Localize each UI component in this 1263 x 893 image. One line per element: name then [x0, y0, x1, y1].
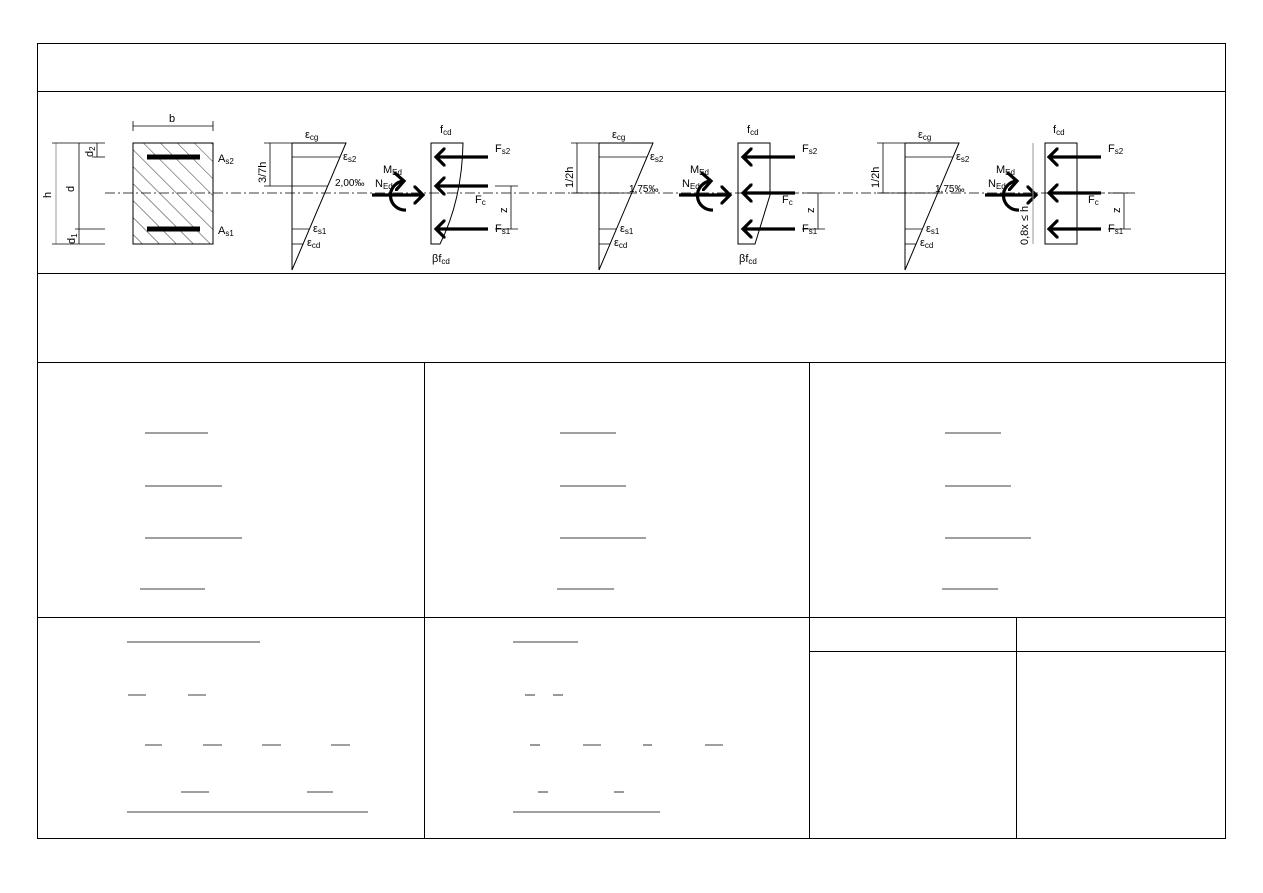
formula-lines: [127, 432, 1031, 813]
label-eps-cd: εcd: [307, 237, 320, 250]
label-eps-s2: εs2: [956, 151, 970, 164]
label-d: d: [65, 186, 77, 192]
moment-arrow: [695, 181, 713, 212]
label-depth: 1/2h: [870, 167, 882, 188]
label-fs1: Fs1: [1108, 223, 1124, 236]
label-depth: 1/2h: [564, 167, 576, 188]
label-eps-cd: εcd: [614, 237, 627, 250]
label-fcd: fcd: [1053, 124, 1065, 137]
stress-block: [430, 142, 464, 245]
label-eps-s1: εs1: [620, 223, 634, 236]
label-fs1: Fs1: [495, 223, 511, 236]
label-med: MEd: [383, 164, 402, 177]
label-ned: NEd: [375, 178, 393, 191]
strain-profile: [598, 142, 654, 271]
label-h: h: [42, 192, 54, 198]
label-med: MEd: [690, 164, 709, 177]
label-beta-fcd: βfcd: [739, 253, 757, 266]
label-strain: 1,75‰: [935, 184, 964, 195]
label-eps-s2: εs2: [650, 151, 664, 164]
label-d2: d2: [84, 146, 97, 157]
label-ned: NEd: [988, 178, 1006, 191]
label-eps-cg: εcg: [918, 129, 931, 142]
label-z: z: [805, 208, 817, 214]
moment-arrow: [388, 181, 406, 212]
label-block-depth: 0,8x ≤ h: [1019, 206, 1031, 245]
label-fs2: Fs2: [802, 143, 818, 156]
label-fs2: Fs2: [495, 143, 511, 156]
label-ned: NEd: [682, 178, 700, 191]
label-fcd: fcd: [440, 124, 452, 137]
label-fc: Fc: [1088, 194, 1099, 207]
label-fcd: fcd: [747, 124, 759, 137]
table-frame: [37, 43, 1226, 839]
label-depth: 3/7h: [257, 162, 269, 183]
label-beta-fcd: βfcd: [432, 253, 450, 266]
label-eps-cd: εcd: [920, 237, 933, 250]
cross-section: b h d d2 d1 As2 As1: [42, 113, 234, 245]
label-eps-s1: εs1: [926, 223, 940, 236]
label-d1: d1: [66, 233, 79, 244]
label-med: MEd: [996, 164, 1015, 177]
label-fc: Fc: [782, 194, 793, 207]
label-eps-s2: εs2: [343, 151, 357, 164]
label-z: z: [498, 208, 510, 214]
moment-arrow: [1001, 181, 1019, 212]
label-strain: 2,00‰: [335, 178, 364, 189]
label-as1: As1: [218, 225, 234, 238]
label-eps-s1: εs1: [313, 223, 327, 236]
label-strain: 1,75‰: [629, 184, 658, 195]
label-b: b: [169, 113, 175, 125]
label-fs2: Fs2: [1108, 143, 1124, 156]
strain-profile: [291, 142, 347, 271]
label-z: z: [1111, 208, 1123, 214]
label-as2: As2: [218, 153, 234, 166]
label-eps-cg: εcg: [612, 129, 625, 142]
stress-block: [737, 142, 771, 245]
label-fs1: Fs1: [802, 223, 818, 236]
strain-profile: [904, 142, 960, 271]
label-eps-cg: εcg: [305, 129, 318, 142]
label-fc: Fc: [475, 194, 486, 207]
